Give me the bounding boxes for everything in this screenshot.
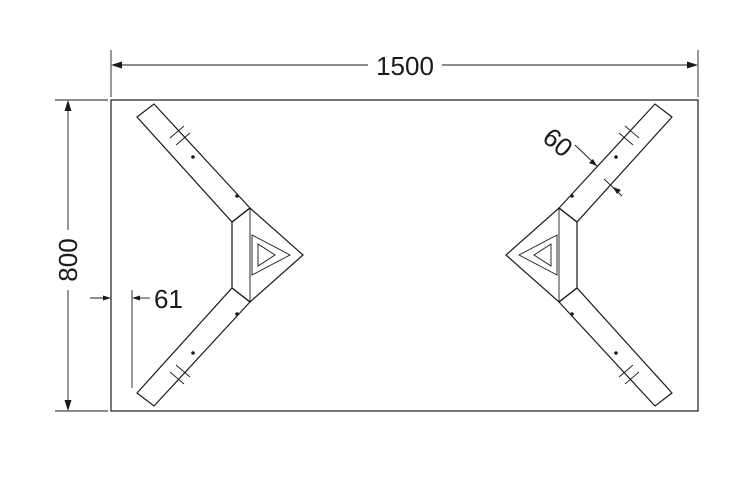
- leg-width-label: 60: [537, 122, 578, 164]
- width-label: 1500: [376, 51, 434, 81]
- height-dimension: 800: [53, 99, 108, 412]
- table-outline: [110, 99, 699, 412]
- left-leg-frame: [136, 103, 304, 407]
- offset-label: 61: [154, 284, 183, 314]
- right-leg-frame: [505, 103, 673, 407]
- width-dimension: 1500: [110, 50, 699, 97]
- height-label: 800: [53, 238, 83, 281]
- offset-dimension: 61: [90, 284, 183, 388]
